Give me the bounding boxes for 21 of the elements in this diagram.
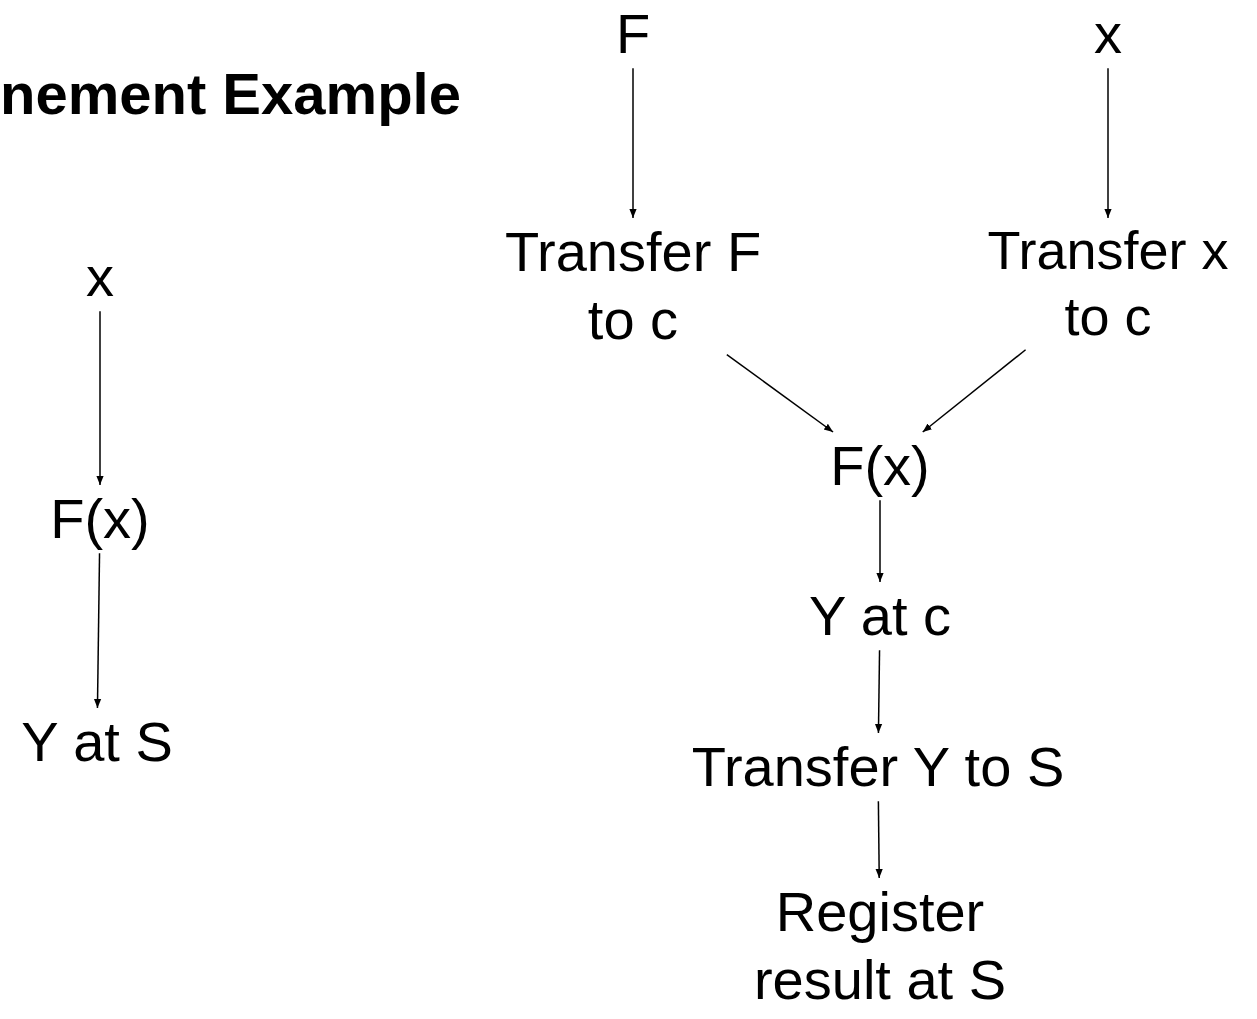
arrow	[726, 353, 834, 433]
arrow	[876, 499, 884, 583]
arrow	[1104, 67, 1112, 219]
arrow	[629, 67, 637, 219]
arrow	[875, 800, 883, 879]
flow-label: Transfer F to c	[483, 218, 783, 355]
arrow	[94, 552, 102, 709]
arrow	[921, 349, 1027, 433]
flow-label: Transfer Y to S	[691, 733, 1065, 802]
flow-label: Y at S	[21, 708, 173, 777]
flow-label: x	[1094, 0, 1122, 69]
flow-label: F(x)	[830, 432, 930, 501]
arrow	[874, 649, 883, 734]
title: nement Example	[0, 62, 461, 126]
flow-label: Register result at S	[730, 878, 1030, 1015]
flow-label: F(x)	[50, 485, 150, 554]
flow-label: x	[86, 243, 114, 312]
arrow	[96, 310, 104, 486]
flow-label: Transfer x to c	[963, 218, 1253, 350]
flow-label: F	[615, 0, 651, 69]
flow-label: Y at c	[808, 582, 952, 651]
